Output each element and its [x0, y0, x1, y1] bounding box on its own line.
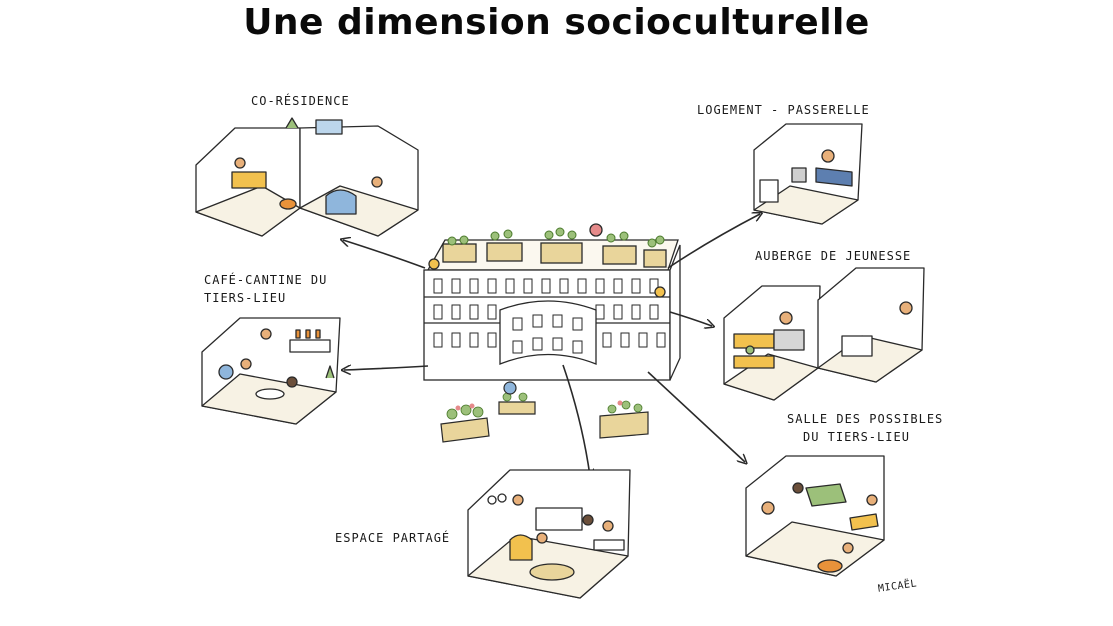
- room-co-residence: [195, 117, 419, 237]
- label-espace-partage: ESPACE PARTAGÉ: [335, 531, 451, 545]
- person-icon: [428, 258, 440, 270]
- rooftop-plants: [447, 227, 665, 248]
- central-building: [423, 223, 681, 381]
- window-row-2: [433, 304, 659, 320]
- window-row-1: [433, 278, 659, 294]
- label-cafe-cantine-line1: CAFÉ-CANTINE DU: [204, 273, 328, 287]
- room-espace-partage: [467, 469, 631, 599]
- label-salle-possibles-line1: SALLE DES POSSIBLES: [787, 412, 944, 426]
- label-salle-possibles-line2: DU TIERS-LIEU: [803, 430, 910, 444]
- person-icon: [654, 286, 666, 298]
- room-cafe-cantine: [201, 317, 341, 425]
- label-cafe-cantine-line2: TIERS-LIEU: [204, 291, 287, 305]
- arrow-to-cafe: [344, 366, 429, 370]
- room-salle-possibles: [745, 455, 885, 577]
- label-auberge-jeunesse: AUBERGE DE JEUNESSE: [755, 249, 912, 263]
- arrow-to-co-residence: [343, 240, 426, 269]
- person-icon: [503, 381, 517, 395]
- gardener-icon: [589, 223, 603, 237]
- window-row-3: [433, 332, 666, 348]
- curved-block-windows: [512, 314, 583, 354]
- arrows: [343, 214, 760, 476]
- label-logement-passerelle: LOGEMENT - PASSERELLE: [697, 103, 870, 117]
- arrow-to-logement: [667, 214, 760, 269]
- room-logement-passerelle: [753, 123, 863, 225]
- label-co-residence: CO-RÉSIDENCE: [251, 94, 350, 108]
- arrow-to-auberge: [669, 311, 712, 326]
- room-auberge-jeunesse: [723, 267, 925, 401]
- rooftop-planters: [442, 242, 667, 268]
- arrow-to-espace: [562, 364, 590, 476]
- arrow-to-salle: [647, 371, 745, 462]
- ground-garden: [440, 381, 649, 443]
- page-title: Une dimension socioculturelle: [243, 2, 870, 43]
